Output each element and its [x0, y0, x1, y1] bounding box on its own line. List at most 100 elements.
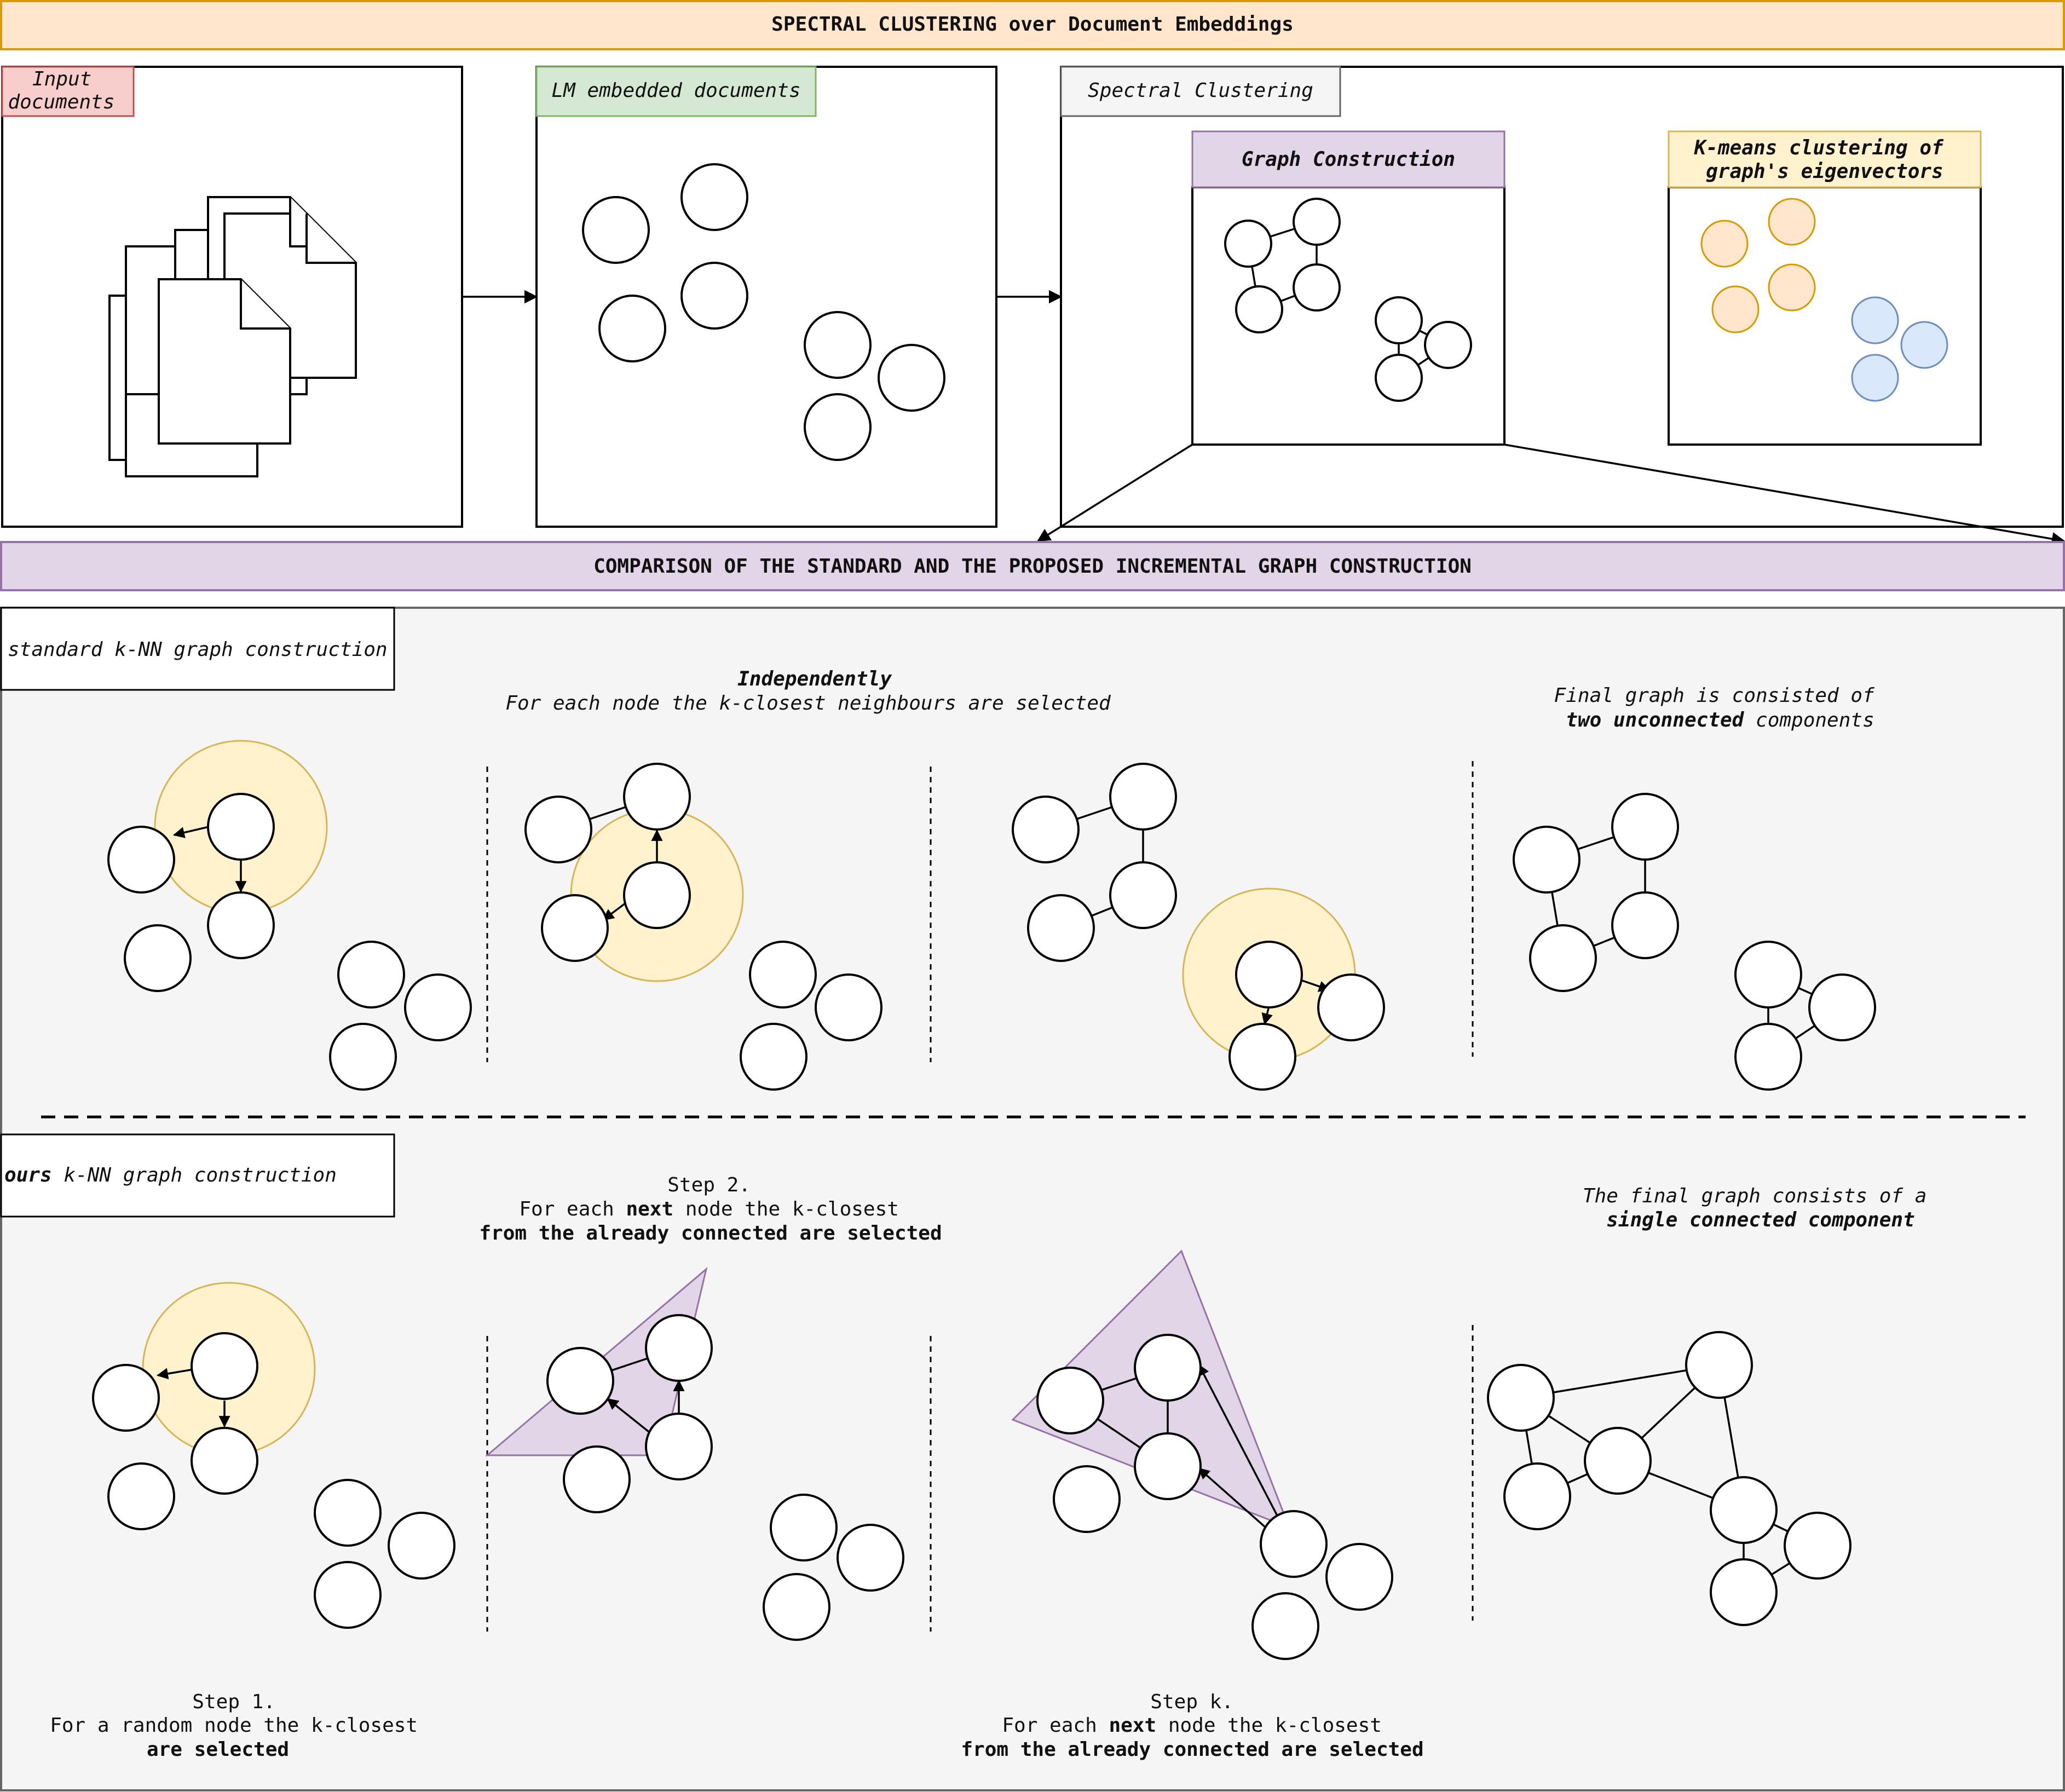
cluster-node-orange [1711, 285, 1760, 333]
mini-graph [1224, 198, 1472, 402]
graph-node [1503, 1462, 1571, 1530]
ours-stepk-graph [1011, 1249, 1393, 1660]
standard-final-graph [1513, 793, 1876, 1091]
comparison-title: COMPARISON OF THE STANDARD AND THE PROPO… [593, 555, 1472, 578]
graph-node [1513, 826, 1581, 894]
ours-final-graph [1487, 1331, 1851, 1626]
kmeans-label: K-means clustering of graph's eigenvecto… [1694, 137, 1956, 183]
graph-node [107, 1462, 175, 1530]
standard-final-text: Final graph is consisted of two unconnec… [1554, 684, 1887, 731]
cluster-nodes [1700, 198, 1948, 402]
spectral-clustering-label-box [1060, 66, 1341, 117]
graph-node [1317, 973, 1385, 1041]
graph-node [1529, 924, 1597, 992]
graph-node [124, 924, 192, 992]
spectral-clustering-label: Spectral Clustering [1088, 79, 1313, 102]
graph-node [763, 1573, 830, 1641]
graph-node [1325, 1543, 1393, 1611]
ours-step2-text: Step 2. For each next node the k-closest… [479, 1174, 942, 1244]
graph-node [404, 973, 472, 1041]
ours-step1-text: Step 1. For a random node the k-closest … [50, 1691, 430, 1761]
document-stack-icon [108, 196, 357, 477]
graph-node [623, 861, 691, 929]
graph-node [546, 1347, 614, 1415]
standard-label-box [0, 607, 395, 691]
graph-node [1053, 1465, 1121, 1533]
ours-label: ours k-NN graph construction [4, 1164, 337, 1186]
graph-node [1611, 793, 1679, 861]
graph-node [1487, 1364, 1555, 1432]
graph-node [541, 894, 609, 962]
graph-node [1293, 198, 1341, 246]
standard-stepk-graph [1012, 763, 1385, 1091]
graph-node [1224, 220, 1272, 268]
zoom-line-right [1504, 443, 2065, 546]
graph-node [740, 1023, 807, 1091]
cluster-node-orange [1700, 220, 1749, 268]
graph-node [191, 1332, 258, 1400]
graph-node [1808, 973, 1876, 1041]
graph-node [815, 973, 882, 1041]
header-title: SPECTRAL CLUSTERING over Document Embedd… [771, 13, 1294, 36]
independently-title: Independently [737, 668, 892, 690]
graph-node [1027, 894, 1095, 962]
cluster-node-orange [1768, 263, 1816, 312]
kmeans-label-box [1668, 130, 1982, 188]
graph-node [1235, 941, 1303, 1009]
graph-node [623, 763, 691, 831]
embedded-nodes [582, 163, 945, 461]
graph-node [770, 1494, 838, 1561]
graph-node [1134, 1432, 1202, 1500]
embedding-node [804, 393, 872, 461]
input-documents-label-box [1, 66, 135, 117]
graph-node [1109, 763, 1177, 831]
graph-node [1584, 1427, 1652, 1495]
graph-node [1109, 861, 1177, 929]
graph-node [1012, 796, 1080, 863]
graph-node [1228, 1023, 1296, 1091]
graph-node [337, 941, 405, 1009]
graph-node [314, 1479, 382, 1547]
graph-node [1251, 1592, 1319, 1660]
graph-node [1734, 1023, 1802, 1091]
graph-node [645, 1413, 713, 1480]
ours-final-text: The final graph consists of a single con… [1583, 1185, 1939, 1231]
graph-node [1134, 1334, 1202, 1402]
standard-step1-graph [107, 740, 472, 1091]
graph-node [388, 1512, 455, 1580]
graph-node [329, 1023, 397, 1091]
embedding-node [804, 311, 872, 379]
ours-step2-graph [484, 1266, 904, 1641]
embedding-node [680, 262, 748, 330]
graph-node [1784, 1512, 1851, 1580]
independently-desc: For each node the k-closest neighbours a… [505, 692, 1111, 715]
graph-node [645, 1314, 713, 1382]
graph-node [92, 1364, 160, 1432]
graph-node [1734, 941, 1802, 1009]
ours-step1-graph [92, 1282, 455, 1629]
graph-node [1685, 1331, 1753, 1399]
cluster-node-orange [1768, 198, 1816, 246]
graph-node [314, 1561, 382, 1629]
graph-construction-label: Graph Construction [1242, 148, 1455, 171]
graph-node [837, 1524, 904, 1592]
graph-construction-label-box [1191, 130, 1506, 188]
cluster-node-blue [1851, 296, 1899, 344]
cluster-node-blue [1851, 354, 1899, 402]
embedded-documents-panel [535, 66, 997, 528]
embedded-documents-label: LM embedded documents [551, 79, 800, 102]
graph-node [107, 826, 175, 894]
zoom-line-left [1036, 443, 1193, 542]
graph-node [1036, 1367, 1104, 1434]
graph-node [1375, 354, 1423, 402]
graph-node [1375, 296, 1423, 344]
graph-node [207, 793, 275, 861]
graph-node [207, 891, 275, 959]
embedding-node [878, 344, 945, 412]
cluster-node-blue [1900, 321, 1948, 369]
graph-node [524, 796, 592, 863]
ours-label-box [0, 1133, 395, 1218]
graph-node [1293, 263, 1341, 312]
graph-node [191, 1427, 258, 1495]
